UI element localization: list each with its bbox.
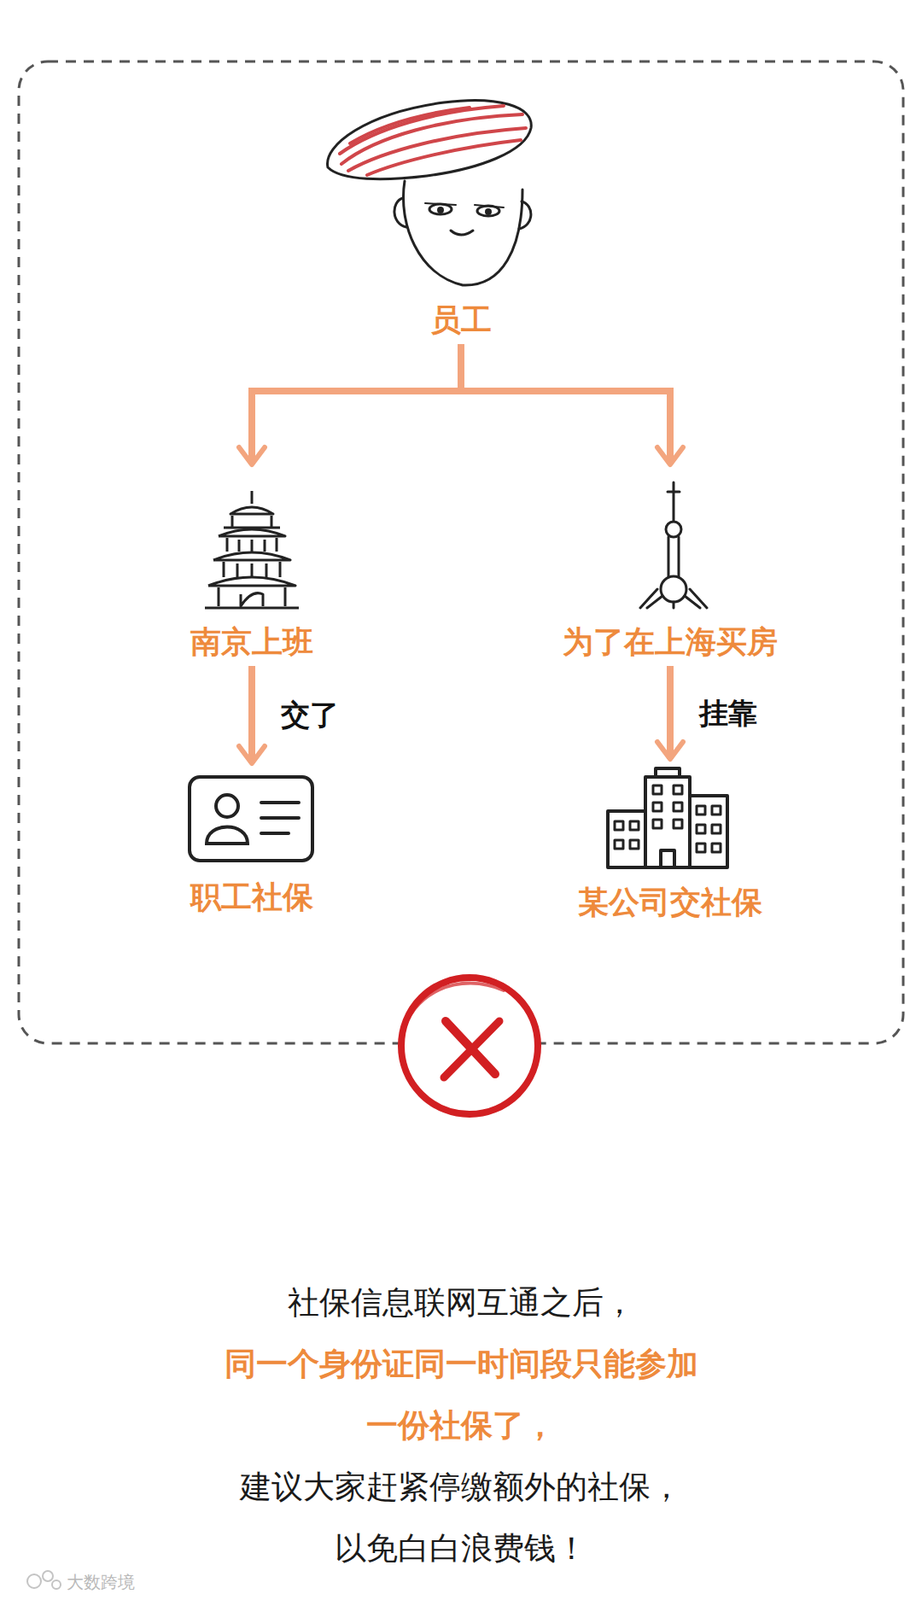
flow-node: 南京上班 bbox=[183, 467, 321, 661]
buildings-icon bbox=[607, 768, 728, 868]
dashed-frame bbox=[18, 61, 904, 1044]
id-card-icon bbox=[189, 776, 313, 861]
note-text: 同一个身份证同一时间段只能参加一份社保了， bbox=[209, 1333, 713, 1457]
node-label: 员工 bbox=[430, 301, 492, 339]
flow-arrow bbox=[239, 665, 265, 764]
flow-node: 某公司交社保 bbox=[571, 762, 770, 922]
flow-node: 为了在上海买房 bbox=[555, 467, 785, 661]
note-text: 建议大家赶紧停缴额外的社保，以免白白浪费钱！ bbox=[227, 1456, 695, 1580]
edge-label: 交了 bbox=[277, 696, 343, 733]
watermark: 大数跨境 bbox=[66, 1571, 170, 1593]
edge-label: 挂靠 bbox=[695, 694, 761, 731]
node-label: 南京上班 bbox=[190, 623, 314, 661]
flow-node: 员工 bbox=[423, 89, 499, 339]
node-label: 为了在上海买房 bbox=[562, 623, 778, 661]
flow-arrow bbox=[461, 344, 683, 465]
node-label: 职工社保 bbox=[190, 878, 314, 917]
tower-icon bbox=[640, 482, 707, 608]
flow-arrow bbox=[239, 344, 461, 465]
cross-mark bbox=[401, 977, 538, 1115]
watermark-logo bbox=[27, 1570, 61, 1589]
employee-face bbox=[327, 100, 532, 286]
flow-node: 职工社保 bbox=[183, 766, 321, 917]
flow-arrow bbox=[657, 665, 683, 759]
pagoda-icon bbox=[204, 490, 299, 608]
note-text: 社保信息联网互通之后， bbox=[76, 1272, 846, 1334]
node-label: 某公司交社保 bbox=[577, 883, 763, 922]
